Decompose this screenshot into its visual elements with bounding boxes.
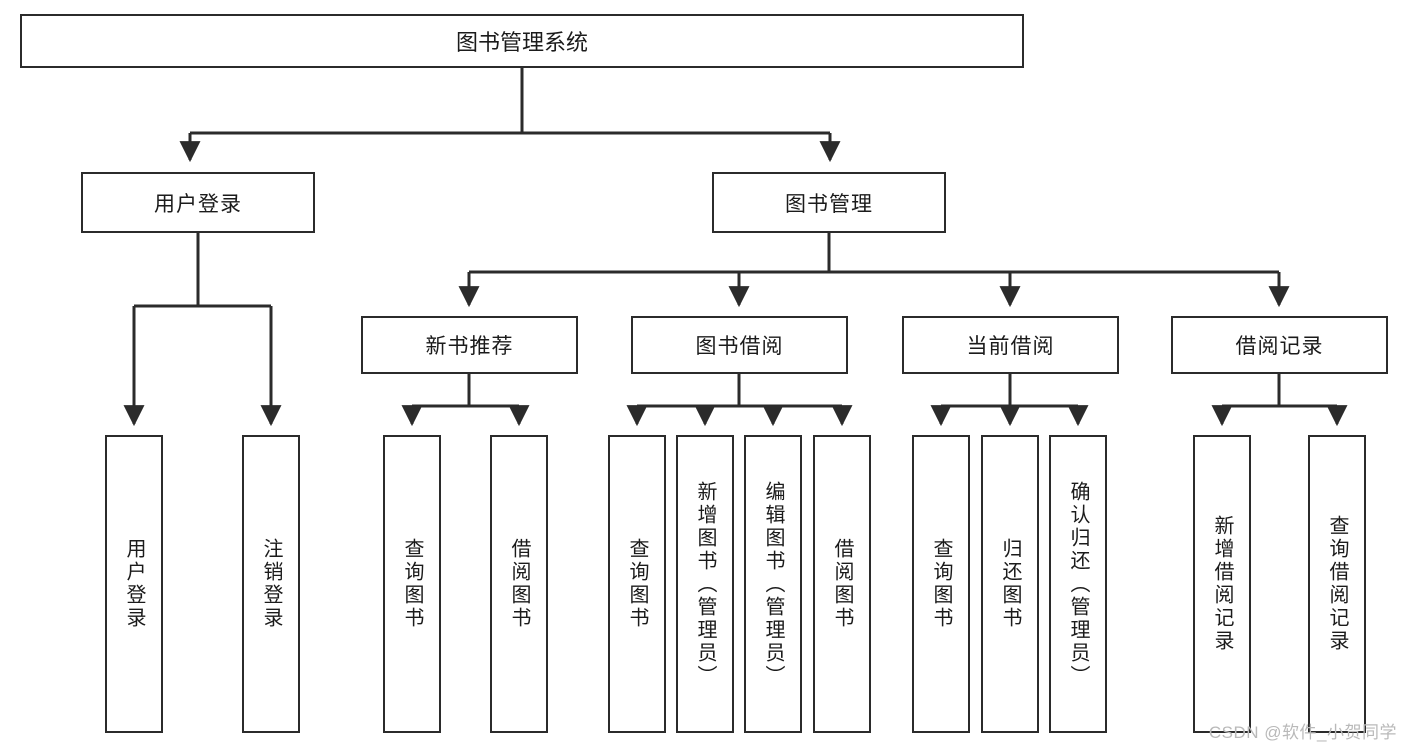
leaf-current-return-book[interactable]: 归还图书 — [981, 435, 1039, 733]
leaf-new-book-query[interactable]: 查询图书 — [383, 435, 441, 733]
node-label: 图书管理系统 — [455, 30, 588, 55]
node-label: 借阅图书 — [508, 538, 530, 630]
node-label: 查询图书 — [930, 538, 952, 630]
leaf-new-book-borrow[interactable]: 借阅图书 — [490, 435, 548, 733]
leaf-borrow-borrow-book[interactable]: 借阅图书 — [813, 435, 871, 733]
leaf-current-confirm-return-admin[interactable]: 确认归还（管理员） — [1049, 435, 1107, 733]
node-user-login[interactable]: 用户登录 — [81, 172, 315, 233]
node-label: 图书借阅 — [695, 335, 784, 358]
node-label: 当前借阅 — [966, 335, 1055, 358]
node-label: 用户登录 — [123, 538, 145, 630]
leaf-record-query-record[interactable]: 查询借阅记录 — [1308, 435, 1366, 733]
node-label: 查询借阅记录 — [1326, 515, 1348, 653]
node-current-borrow[interactable]: 当前借阅 — [902, 316, 1119, 374]
node-book-borrow[interactable]: 图书借阅 — [631, 316, 848, 374]
node-label: 图书管理 — [785, 192, 873, 216]
node-label: 查询图书 — [626, 538, 648, 630]
leaf-borrow-edit-book-admin[interactable]: 编辑图书（管理员） — [744, 435, 802, 733]
leaf-user-login-login[interactable]: 用户登录 — [105, 435, 163, 733]
node-label: 注销登录 — [260, 538, 282, 630]
node-label: 用户登录 — [154, 192, 242, 216]
leaf-user-login-logout[interactable]: 注销登录 — [242, 435, 300, 733]
node-label: 借阅图书 — [831, 538, 853, 630]
node-label: 查询图书 — [401, 538, 423, 630]
leaf-borrow-add-book-admin[interactable]: 新增图书（管理员） — [676, 435, 734, 733]
node-label: 归还图书 — [999, 538, 1021, 630]
leaf-record-add-record[interactable]: 新增借阅记录 — [1193, 435, 1251, 733]
node-label: 新增借阅记录 — [1211, 515, 1233, 653]
watermark-text: CSDN @软件_小贺同学 — [1208, 723, 1397, 742]
node-borrow-record[interactable]: 借阅记录 — [1171, 316, 1388, 374]
node-label: 新书推荐 — [425, 335, 514, 358]
node-new-book-recommend[interactable]: 新书推荐 — [361, 316, 578, 374]
node-label: 借阅记录 — [1235, 335, 1324, 358]
node-label: 新增图书（管理员） — [694, 480, 716, 688]
node-book-management[interactable]: 图书管理 — [712, 172, 946, 233]
node-book-management-system[interactable]: 图书管理系统 — [20, 14, 1024, 68]
node-label: 编辑图书（管理员） — [762, 480, 784, 688]
leaf-current-query-book[interactable]: 查询图书 — [912, 435, 970, 733]
leaf-borrow-query-book[interactable]: 查询图书 — [608, 435, 666, 733]
node-label: 确认归还（管理员） — [1067, 480, 1089, 688]
